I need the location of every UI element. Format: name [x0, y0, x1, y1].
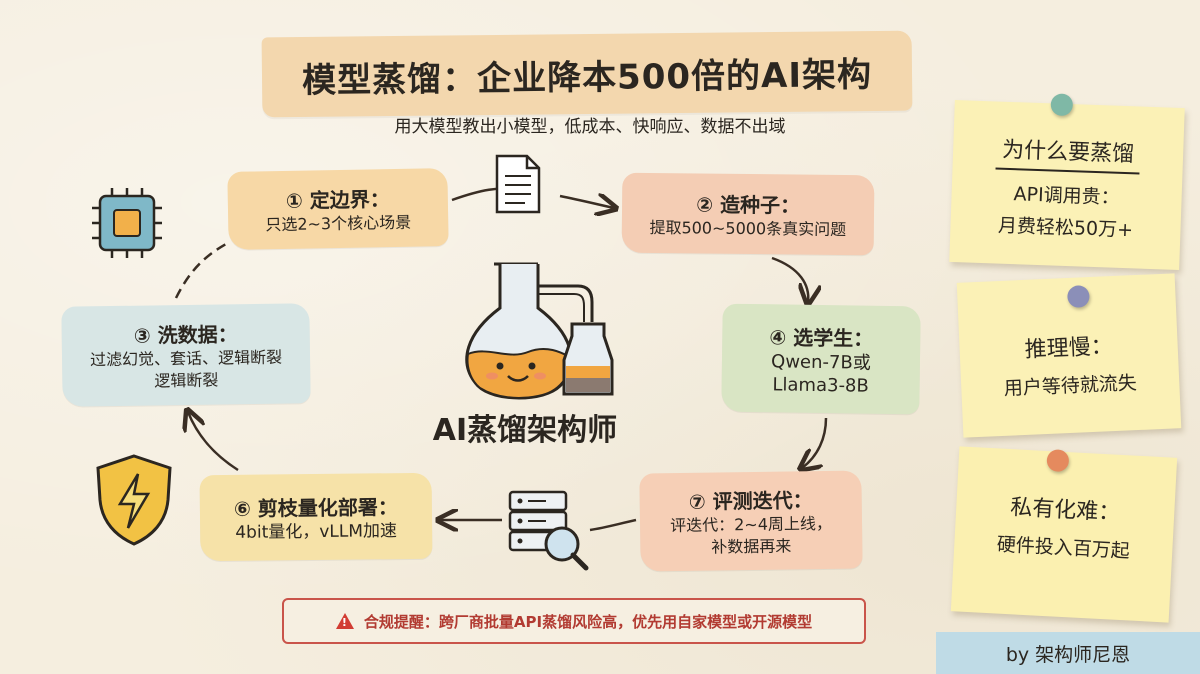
step-3-body-line-2: 逻辑断裂	[154, 370, 219, 390]
title-banner: 模型蒸馏：企业降本500倍的AI架构	[261, 30, 913, 118]
pin-icon	[1066, 285, 1090, 309]
arrow-doc-to-2	[559, 196, 614, 208]
compliance-warning: ! 合规提醒：跨厂商批量API蒸馏风险高，优先用自家模型或开源模型	[282, 598, 866, 644]
step-2-body: 提取500~5000条真实问题	[649, 217, 847, 239]
warning-icon: !	[335, 613, 354, 629]
center-label: AI蒸馏架构师	[432, 413, 618, 448]
sticky-note-slow-inference: 推理慢： 用户等待就流失	[956, 273, 1182, 438]
step-7-body-line-1: 评迭代：2~4周上线，	[670, 513, 833, 535]
step-4-heading: ④ 选学生：	[769, 324, 874, 351]
arrow-2-to-4	[771, 256, 808, 302]
flask-icon	[465, 262, 614, 400]
step-1-body: 只选2~3个核心场景	[265, 212, 412, 234]
server-search-icon	[508, 490, 589, 571]
arrow-4-to-7	[802, 417, 828, 468]
note-1-title: 为什么要蒸馏	[995, 131, 1141, 175]
step-6-heading: ⑥ 剪枝量化部署：	[233, 494, 398, 521]
step-7-evaluate-iterate: ⑦ 评测迭代： 评迭代：2~4周上线， 补数据再来	[639, 470, 863, 572]
step-3-clean-data: ③ 洗数据： 过滤幻觉、套话、逻辑断裂 逻辑断裂	[61, 303, 311, 407]
step-4-choose-student: ④ 选学生： Qwen-7B或 Llama3-8B	[721, 303, 921, 415]
sticky-note-private-deploy: 私有化难： 硬件投入百万起	[950, 446, 1178, 623]
author-byline: by 架构师尼恩	[936, 632, 1200, 674]
note-2-line-1: 用户等待就流失	[1003, 372, 1138, 400]
chip-icon	[92, 188, 162, 258]
step-1-heading: ① 定边界：	[285, 186, 390, 213]
step-6-body: 4bit量化，vLLM加速	[235, 520, 398, 543]
pin-icon	[1050, 93, 1074, 117]
document-icon	[495, 154, 541, 214]
compliance-warning-text: 合规提醒：跨厂商批量API蒸馏风险高，优先用自家模型或开源模型	[363, 612, 813, 631]
step-2-heading: ② 造种子：	[696, 191, 801, 218]
step-7-heading: ⑦ 评测迭代：	[688, 487, 813, 514]
note-2-title: 推理慢：	[1024, 334, 1114, 363]
note-3-line-1: 硬件投入百万起	[996, 533, 1131, 563]
arrow-3-to-1	[174, 242, 227, 299]
step-7-body-line-2: 补数据再来	[711, 535, 792, 557]
step-3-body-line-1: 过滤幻觉、套话、逻辑断裂	[89, 347, 283, 369]
page-title: 模型蒸馏：企业降本500倍的AI架构	[301, 54, 873, 101]
step-6-prune-quantize-deploy: ⑥ 剪枝量化部署： 4bit量化，vLLM加速	[199, 472, 433, 562]
shield-bolt-icon	[96, 454, 172, 546]
sticky-note-why-distill: 为什么要蒸馏 API调用贵： 月费轻松50万+	[949, 93, 1185, 270]
pin-icon	[1046, 449, 1070, 473]
arrow-7-to-server	[589, 518, 637, 532]
step-2-seed-data: ② 造种子： 提取500~5000条真实问题	[621, 172, 875, 256]
step-1-define-boundary: ① 定边界： 只选2~3个核心场景	[227, 168, 449, 250]
step-4-body-line-2: Llama3-8B	[772, 373, 869, 397]
page-subtitle: 用大模型教出小模型，低成本、快响应、数据不出域	[394, 117, 786, 137]
step-4-body-line-1: Qwen-7B或	[770, 350, 871, 374]
arrow-6-to-3	[188, 412, 239, 472]
step-3-heading: ③ 洗数据：	[133, 321, 238, 348]
note-3-title: 私有化难：	[1009, 495, 1121, 526]
note-1-line-2: 月费轻松50万+	[997, 214, 1134, 242]
